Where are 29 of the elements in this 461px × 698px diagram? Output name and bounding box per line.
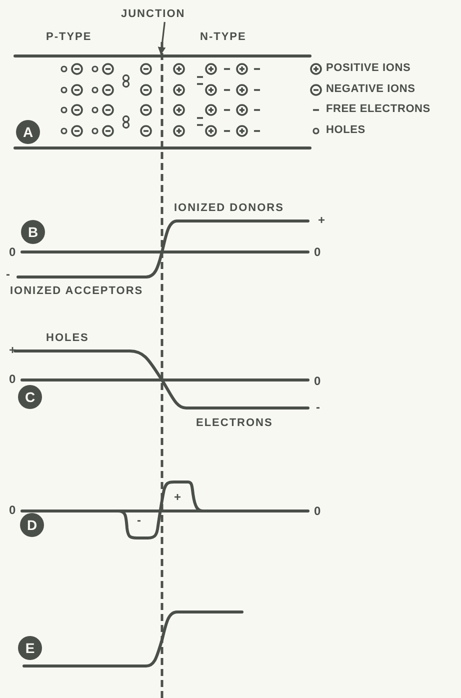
level-mark: 0	[9, 504, 17, 516]
level-mark: 0	[314, 375, 322, 387]
curve-label: HOLES	[46, 333, 89, 344]
panel-badge: E	[18, 636, 42, 660]
legend-label: FREE ELECTRONS	[326, 104, 430, 115]
junction-label: JUNCTION	[121, 9, 186, 20]
legend-label: NEGATIVE IONS	[326, 84, 416, 95]
curve-label: IONIZED ACCEPTORS	[10, 286, 144, 297]
curve-label: IONIZED DONORS	[174, 203, 284, 214]
level-mark: +	[318, 214, 326, 226]
level-mark: -	[137, 514, 142, 526]
junction-line	[160, 42, 164, 698]
level-mark: 0	[9, 373, 17, 385]
panel-badge: A	[16, 120, 40, 144]
panel-badge: B	[21, 220, 45, 244]
region-label: P-TYPE	[46, 32, 92, 43]
level-mark: 0	[314, 505, 322, 517]
level-mark: +	[174, 491, 182, 503]
leader-arrow	[158, 22, 166, 55]
level-mark: 0	[314, 246, 322, 258]
legend-label: POSITIVE IONS	[326, 63, 411, 74]
legend-label: HOLES	[326, 125, 366, 136]
level-mark: -	[6, 268, 11, 280]
region-label: N-TYPE	[200, 32, 246, 43]
level-mark: 0	[9, 246, 17, 258]
curve-label: ELECTRONS	[196, 418, 273, 429]
level-mark: -	[316, 401, 321, 413]
panel-badge: D	[20, 513, 44, 537]
panel-badge: C	[18, 385, 42, 409]
